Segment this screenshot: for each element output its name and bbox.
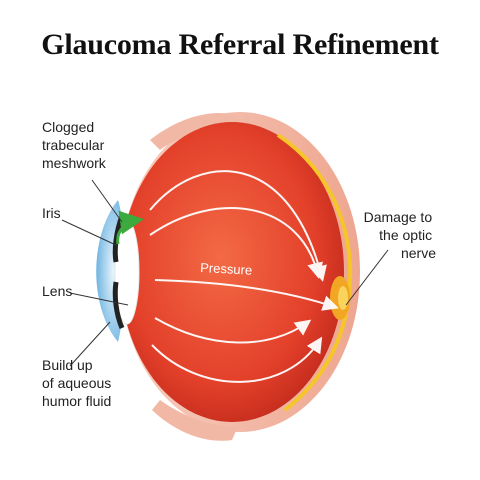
- label-build-up-aqueous-humor: Build up of aqueous humor fluid: [42, 357, 115, 409]
- trabecular-meshwork: [116, 210, 144, 245]
- lower-muscle: [152, 400, 238, 441]
- leader-damage: [345, 249, 389, 306]
- page-title: Glaucoma Referral Refinement: [41, 28, 439, 61]
- leader-iris: [61, 219, 119, 247]
- pressure-arrows: [149, 170, 339, 383]
- retina: [276, 133, 353, 412]
- pressure-label: Pressure: [200, 260, 253, 278]
- label-clogged-trabecular-meshwork: Clogged trabecular meshwork: [42, 119, 108, 171]
- eyeball: [120, 122, 344, 422]
- leader-buildup: [69, 321, 111, 367]
- label-damage-optic-nerve: Damage to the optic nerve: [364, 209, 437, 261]
- leader-lens: [69, 292, 129, 306]
- label-iris: Iris: [42, 205, 61, 221]
- label-lens: Lens: [42, 283, 72, 299]
- leader-clogged: [91, 179, 123, 223]
